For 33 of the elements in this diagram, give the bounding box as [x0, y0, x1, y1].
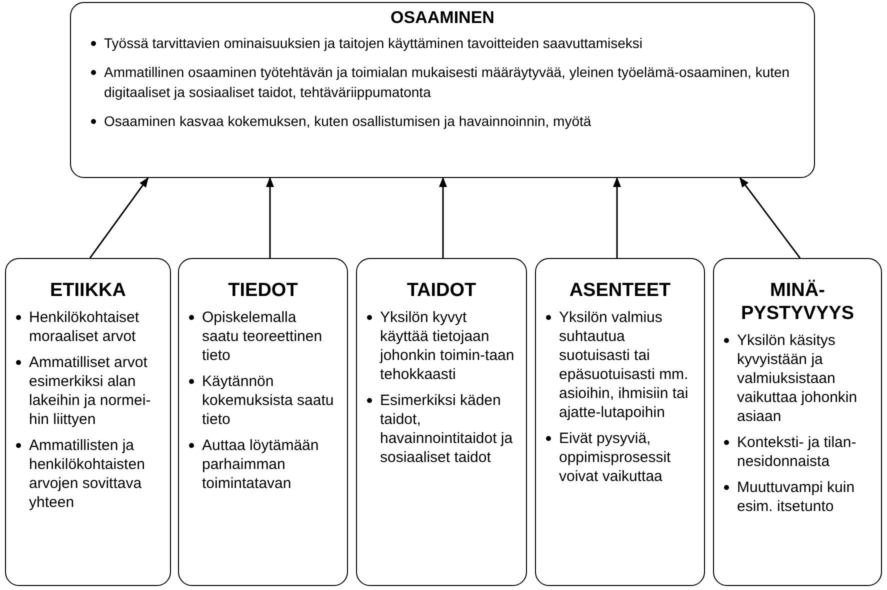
bullet-text: Käytännön kokemuksista saatu tieto: [202, 372, 335, 429]
bullet-text: Konteksti- ja tilan-nesidonnaista: [737, 433, 858, 471]
bullet-text: Esimerkiksi käden taidot, havainnointitaidot ja sosiaaliset taidot: [380, 391, 514, 467]
rounded-box: [70, 2, 815, 178]
bullet-text: Henkilökohtaiset moraaliset arvot: [29, 308, 140, 346]
arrow: [89, 177, 149, 258]
arrow: [739, 177, 801, 258]
bullet-text: Ammatillisten ja henkilökohtaisten arvojen sovittava yhteen: [29, 436, 146, 512]
box-heading: OSAAMINEN: [390, 7, 496, 29]
arrow: [266, 177, 274, 258]
arrow: [613, 177, 621, 258]
arrow: [439, 177, 447, 258]
box-heading: MINÄ-PYSTYVYYS: [740, 279, 855, 325]
bullet-text: Eivät pysyviä, oppimisprosessit voivat vaikuttaa: [559, 429, 672, 486]
box-heading: TAIDOT: [406, 279, 478, 302]
bullet-text: Ammatillinen osaaminen työtehtävän ja toimialan mukaisesti määräytyvää, yleinen työelämä-osaaminen, kuten digitaaliset ja sosiaaliset taidot, tehtäväriippumatonta: [104, 63, 791, 102]
bullet-text: Opiskelemalla saatu teoreettinen tieto: [202, 308, 324, 365]
bullet-text: Ammatilliset arvot esimerkiksi alan lakeihin ja normei-hin liittyen: [29, 353, 152, 429]
bullet-text: Yksilön käsitys kyvyistään ja valmiuksistaan vaikuttaa johonkin asiaan: [737, 331, 858, 426]
bullet-text: Yksilön valmius suhtautua suotuisasti tai epäsuotuisasti mm. asioihin, ihmisiin tai ajatte-lutapoihin: [559, 308, 690, 422]
rounded-box: [5, 258, 171, 586]
bullet-text: Yksilön kyvyt käyttää tietojaan johonkin toimin-taan tehokkaasti: [380, 308, 516, 384]
bullet-text: Muuttuvampi kuin esim. itsetunto: [737, 478, 856, 516]
bullet-text: Osaaminen kasvaa kokemuksen, kuten osallistumisen ja havainnoinnin, myötä: [104, 112, 592, 131]
rounded-box: [535, 258, 705, 586]
box-heading: ETIIKKA: [49, 279, 127, 302]
bullet-text: Auttaa löytämään parhaimman toimintatavan: [202, 436, 320, 493]
box-heading: TIEDOT: [227, 279, 299, 302]
rounded-box: [178, 258, 348, 586]
box-heading: ASENTEET: [568, 279, 672, 302]
rounded-box: [356, 258, 527, 586]
bullet-text: Työssä tarvittavien ominaisuuksien ja taitojen käyttäminen tavoitteiden saavuttamiseksi: [104, 34, 642, 53]
rounded-box: [713, 258, 882, 586]
